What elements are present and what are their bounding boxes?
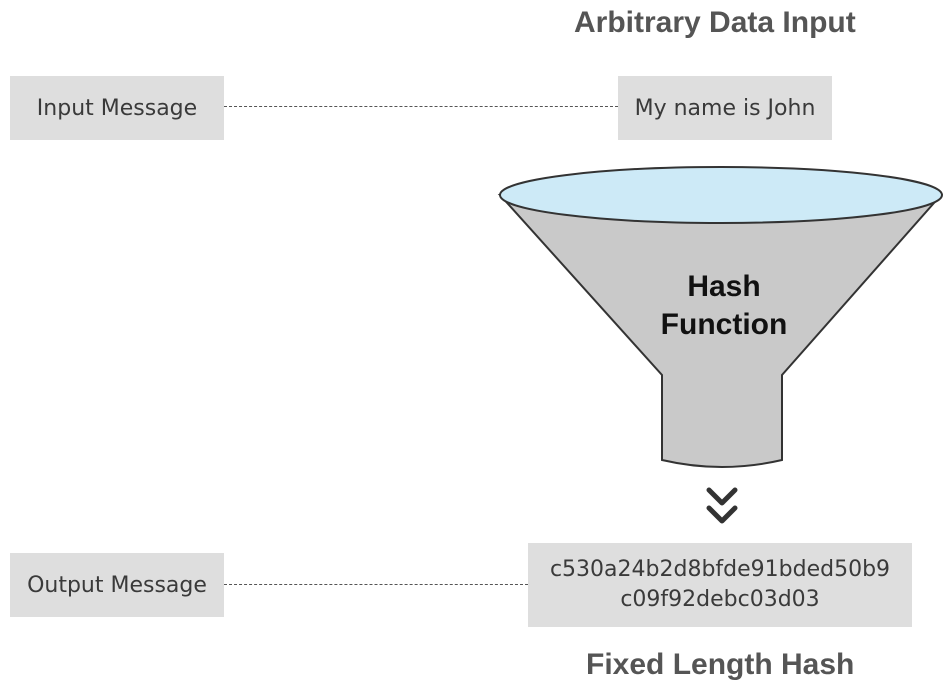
fixed-length-hash-heading: Fixed Length Hash [586, 648, 855, 681]
arbitrary-data-input-heading: Arbitrary Data Input [574, 6, 856, 39]
input-message-label-box: Input Message [10, 76, 224, 140]
funnel-body [497, 194, 943, 468]
output-message-label: Output Message [27, 572, 207, 598]
input-value-text: My name is John [634, 95, 816, 121]
hash-function-line-1: Hash [687, 270, 761, 303]
double-chevron-down-icon [706, 487, 738, 524]
output-hash-line-2: c09f92debc03d03 [620, 587, 820, 612]
input-value-box: My name is John [618, 76, 832, 140]
output-hash-line-1: c530a24b2d8bfde91bded50b9 [549, 557, 891, 582]
funnel-top-opening [499, 166, 943, 224]
output-message-label-box: Output Message [10, 553, 224, 617]
output-connector-line [224, 584, 528, 585]
hash-function-line-2: Function [660, 308, 788, 341]
input-connector-line [224, 106, 618, 107]
input-message-label: Input Message [36, 95, 198, 121]
hash-function-label: Hash Function [624, 268, 824, 344]
output-hash-box: c530a24b2d8bfde91bded50b9 c09f92debc03d0… [528, 543, 912, 627]
